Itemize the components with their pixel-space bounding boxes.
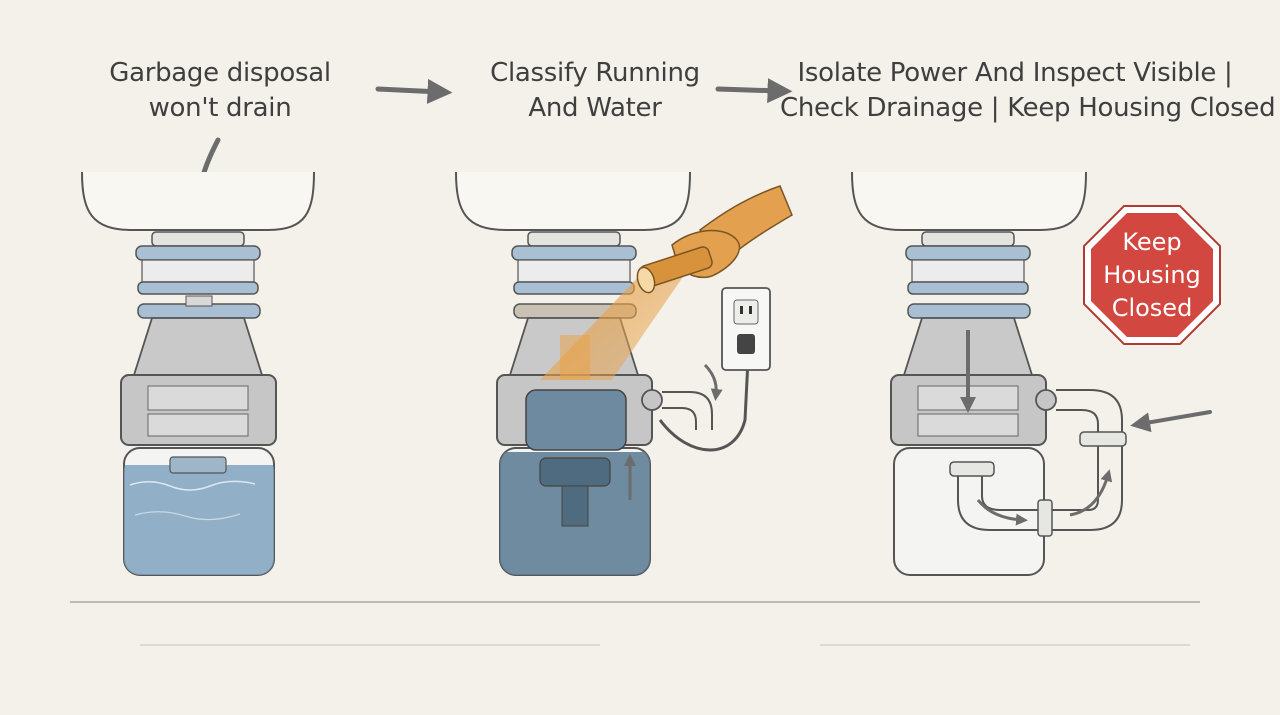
sign-line-2: Housing [1103,261,1201,289]
flashlight-icon [636,185,793,294]
stop-sign-icon: Keep Housing Closed [1083,205,1221,345]
step-2-line-1: Classify Running [490,58,700,88]
outlet-icon [721,287,771,371]
disposal-unit-drain-check [851,171,1212,576]
step-1-line-1: Garbage disposal [109,58,331,88]
step-3-line-2: Check Drainage | Keep Housing Closed [780,93,1276,123]
sign-line-1: Keep [1122,228,1181,256]
step-1-caption: Garbage disposal won't drain [80,56,360,126]
step-2-caption: Classify Running And Water [450,56,740,126]
step-3-caption: Isolate Power And Inspect Visible | Chec… [780,56,1276,126]
flow-arrow-icon [375,78,453,104]
disposal-unit-clogged [81,171,315,576]
sign-line-3: Closed [1112,294,1193,322]
step-3-line-1: Isolate Power And Inspect Visible | [797,58,1233,88]
step-1-line-2: won't drain [148,93,292,123]
floor-line [70,601,1200,646]
step-2-line-2: And Water [528,93,662,123]
flow-arrow-icon [715,78,793,104]
